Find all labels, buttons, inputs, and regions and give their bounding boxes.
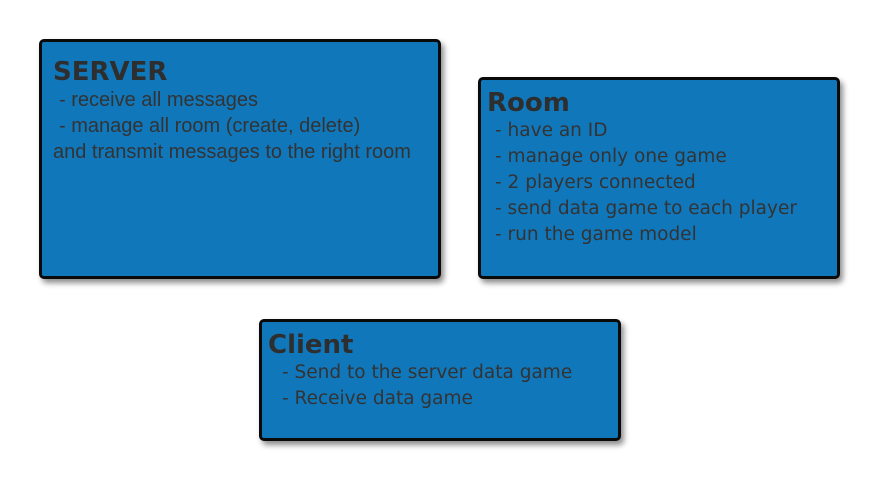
client-title: Client bbox=[268, 330, 354, 360]
room-title: Room bbox=[487, 88, 570, 118]
room-box[interactable]: Room - have an ID - manage only one game… bbox=[478, 77, 840, 279]
server-line-manage: - manage all room (create, delete) bbox=[59, 115, 361, 137]
client-line-receive: - Receive data game bbox=[282, 388, 473, 409]
room-line-id: - have an ID bbox=[495, 120, 608, 141]
room-line-players: - 2 players connected bbox=[495, 172, 696, 193]
room-line-game: - manage only one game bbox=[495, 146, 727, 167]
room-line-send: - send data game to each player bbox=[495, 198, 797, 219]
server-line-receive: - receive all messages bbox=[59, 89, 258, 111]
client-line-send: - Send to the server data game bbox=[282, 362, 573, 383]
client-box[interactable]: Client - Send to the server data game - … bbox=[259, 319, 621, 441]
room-line-run: - run the game model bbox=[495, 224, 697, 245]
server-title: SERVER bbox=[53, 57, 168, 87]
server-box[interactable]: SERVER - receive all messages - manage a… bbox=[39, 39, 441, 279]
server-line-transmit: and transmit messages to the right room bbox=[53, 141, 411, 163]
